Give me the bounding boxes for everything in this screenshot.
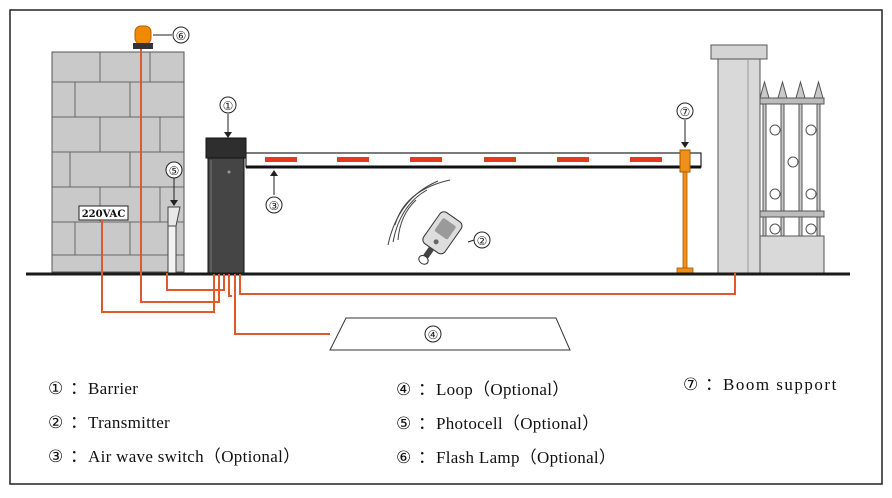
transmitter-leader [467,239,475,243]
legend-number: ⑥ [396,448,412,467]
legend-item-air-wave-switch: ③：Air wave switch（Optional） [48,447,301,466]
legend-item-loop: ④：Loop（Optional） [396,380,570,399]
diagram-frame [9,9,883,485]
callout-circle-2 [473,231,491,249]
legend-number: ⑦ [683,375,700,394]
flash-lamp [133,25,153,49]
legend-number: ② [48,413,64,432]
barrier-cabinet [205,137,247,275]
callout-circle-7 [676,102,694,120]
callout-loop: ④ [428,328,439,342]
brick-wall [51,51,185,273]
legend-label: Photocell（Optional） [436,414,600,433]
callout-transmitter: ② [477,234,488,248]
legend-label: Loop（Optional） [436,380,570,399]
wiring [101,49,736,335]
callout-photocell-left: ⑤ [169,164,180,178]
boom-arm [245,152,702,169]
callout-circle-4 [424,325,442,343]
legend-item-transmitter: ②：Transmitter [48,413,171,432]
loop-detector [329,317,571,351]
callout-air-wave-switch: ③ [269,199,280,213]
transmitter-remote [418,211,463,265]
legend-number: ③ [48,447,64,466]
callout-flash-lamp: ⑥ [176,29,187,43]
gate-pillar [710,44,768,274]
legend-number: ④ [396,380,412,399]
legend-label: Air wave switch（Optional） [88,447,301,466]
legend-number: ① [48,379,64,398]
legend-item-photocell: ⑤：Photocell（Optional） [396,414,600,433]
callout-barrier: ① [223,99,234,113]
legend-label: Flash Lamp（Optional） [436,448,617,467]
legend-label: Barrier [88,379,139,398]
callout-circle-1 [219,96,237,114]
power-label: 220VAC [82,209,126,220]
power-label-box [78,205,129,221]
callout-circle-3 [265,196,283,214]
legend-label: Transmitter [88,413,171,432]
legend-item-barrier: ①：Barrier [48,379,139,398]
legend-number: ⑤ [396,414,412,433]
legend-item-flash-lamp: ⑥：Flash Lamp（Optional） [396,448,617,467]
callout-boom-support: ⑦ [680,105,691,119]
callout-circle-6 [172,26,190,44]
legend-label: Boom support [723,375,838,394]
iron-fence [759,80,825,274]
legend-item-boom-support: ⑦：Boom support [683,375,838,394]
callout-circle-5-left [165,161,183,179]
signal-waves [387,179,451,246]
boom-support [676,149,694,274]
